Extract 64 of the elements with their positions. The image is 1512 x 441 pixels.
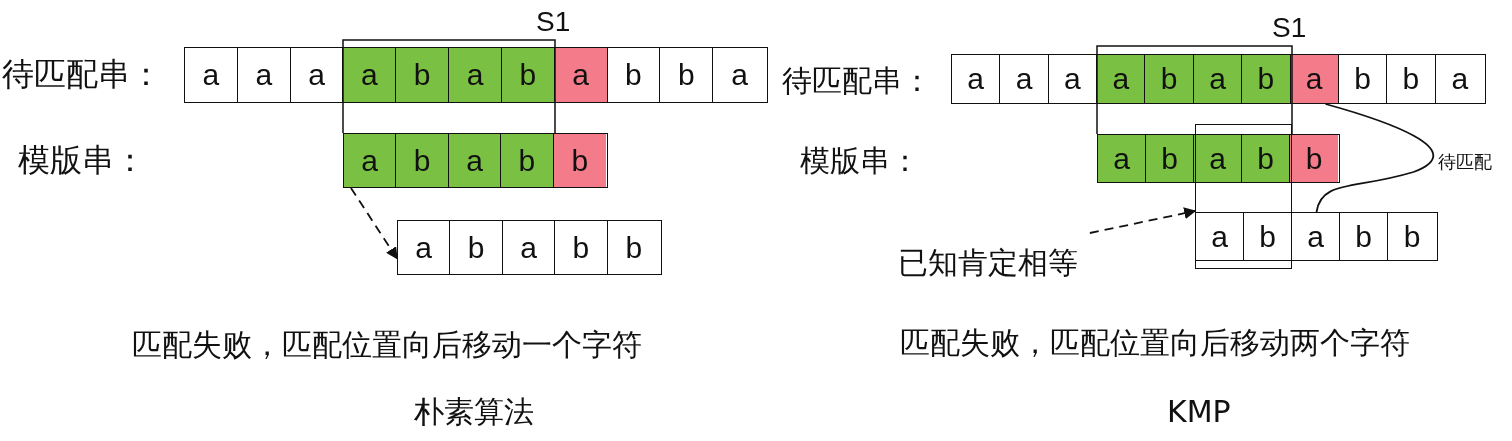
letter-cell: b <box>396 48 450 102</box>
letter-cell: b <box>1244 213 1292 260</box>
letter-cell: a <box>449 48 502 102</box>
character-row <box>184 47 768 103</box>
letter-cell: a <box>1194 135 1242 182</box>
row-label: 模版串： <box>800 142 920 180</box>
caption-text: 匹配失败，匹配位置向后移动一个字符 <box>132 326 642 364</box>
dashed-arrow <box>1089 207 1197 234</box>
letter-cell: b <box>1338 55 1388 103</box>
character-row <box>951 54 1486 104</box>
letter-cell: a <box>185 48 238 102</box>
caption-text: KMP <box>1167 393 1231 431</box>
row-label: 模版串： <box>18 140 146 180</box>
letter-cell: b <box>1242 55 1291 103</box>
character-row <box>343 133 608 188</box>
letter-cell: a <box>1292 213 1340 260</box>
connector-curve <box>1315 103 1435 213</box>
letter-cell-text: a <box>1450 61 1470 97</box>
letter-cell: a <box>1290 55 1339 103</box>
edge-label: 待匹配 <box>1438 150 1492 174</box>
letter-cell-text: b <box>624 229 644 266</box>
character-row <box>1097 134 1340 183</box>
letter-cell: b <box>1387 55 1436 103</box>
letter-cell: b <box>1340 213 1388 260</box>
letter-cell: a <box>554 48 608 102</box>
letter-cell: a <box>237 48 291 102</box>
letter-cell: b <box>553 134 606 187</box>
caption-text: 朴素算法 <box>414 393 534 431</box>
letter-cell: b <box>607 48 661 102</box>
letter-cell: b <box>1146 135 1194 182</box>
letter-cell: a <box>344 134 397 187</box>
letter-cell: a <box>952 55 1001 103</box>
highlight-frame <box>1195 124 1292 269</box>
letter-cell: b <box>396 134 449 187</box>
frame-label: S1 <box>536 5 571 39</box>
letter-cell: a <box>1097 55 1146 103</box>
letter-cell: b <box>1242 135 1290 182</box>
frame-label: S1 <box>1272 11 1307 45</box>
letter-cell: b <box>1290 135 1338 182</box>
annotation-text: 已知肯定相等 <box>898 243 1078 283</box>
letter-cell: b <box>1145 55 1194 103</box>
character-row <box>397 220 662 275</box>
caption-text: 匹配失败，匹配位置向后移动两个字符 <box>900 324 1410 362</box>
letter-cell: a <box>398 221 451 274</box>
letter-cell: b <box>501 48 555 102</box>
dashed-arrow <box>350 187 398 260</box>
letter-cell: a <box>1193 55 1243 103</box>
letter-cell: a <box>1098 135 1146 182</box>
letter-cell: a <box>1000 55 1049 103</box>
letter-cell: a <box>502 221 556 274</box>
letter-cell-text: b <box>1402 218 1422 255</box>
letter-cell: a <box>343 48 397 102</box>
character-row <box>1195 212 1438 261</box>
letter-cell: a <box>290 48 344 102</box>
letter-cell: b <box>450 221 503 274</box>
letter-cell: b <box>555 221 608 274</box>
letter-cell: b <box>660 48 714 102</box>
letter-cell: a <box>448 134 502 187</box>
letter-cell: a <box>1196 213 1244 260</box>
letter-cell-text: a <box>730 57 749 93</box>
row-label: 待匹配串： <box>782 62 932 100</box>
letter-cell: b <box>501 134 554 187</box>
row-label: 待匹配串： <box>2 54 162 94</box>
letter-cell: a <box>1048 55 1098 103</box>
